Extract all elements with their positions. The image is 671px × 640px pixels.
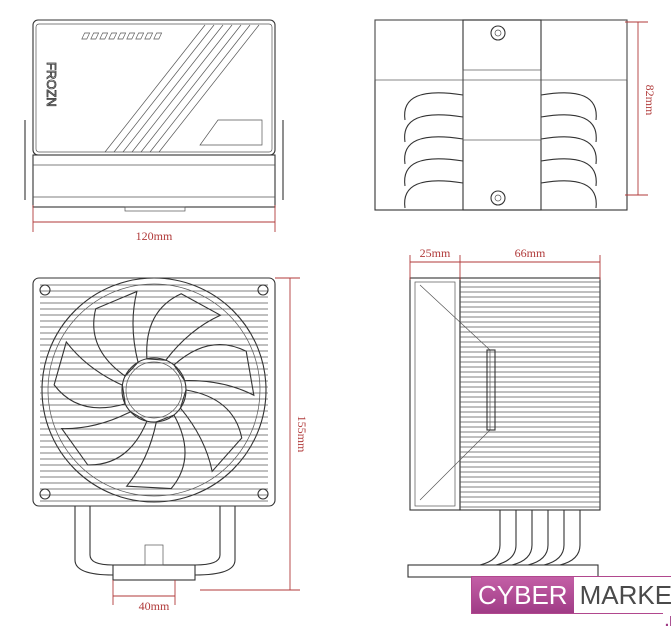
heatpipe bbox=[540, 114, 597, 143]
logo-part2: MARKET bbox=[573, 577, 671, 613]
fan-blade bbox=[179, 389, 243, 473]
vent-slot bbox=[117, 32, 127, 40]
diagonal-stripe bbox=[131, 24, 233, 153]
side-view: 25mm 66mm bbox=[407, 246, 601, 578]
heatpipe bbox=[404, 92, 464, 121]
vent-slot bbox=[108, 32, 118, 40]
heatpipe bbox=[479, 510, 501, 566]
diagonal-stripe bbox=[149, 24, 251, 153]
brand-label: FROZN bbox=[44, 62, 59, 107]
heatsink-depth-dimension-label: 66mm bbox=[515, 246, 546, 260]
heatpipe bbox=[511, 510, 533, 566]
vent-slot bbox=[126, 32, 136, 40]
logo-suffix: .BY bbox=[662, 613, 671, 630]
fan-blade bbox=[146, 293, 222, 361]
diagonal-stripe bbox=[122, 24, 224, 153]
width-dimension-label: 120mm bbox=[136, 229, 173, 243]
heatpipe bbox=[495, 510, 517, 566]
vent-slot bbox=[135, 32, 145, 40]
fan-blade bbox=[173, 344, 255, 397]
diagonal-stripe bbox=[104, 24, 206, 153]
height-dimension-label: 82mm bbox=[643, 85, 657, 116]
vent-slot bbox=[81, 32, 91, 40]
fan-blade bbox=[53, 340, 126, 409]
heatpipe bbox=[540, 136, 597, 165]
top-view: 82mm bbox=[374, 19, 657, 211]
logo-part1: CYBER bbox=[472, 577, 574, 613]
heatpipe bbox=[527, 510, 549, 566]
heatpipe bbox=[404, 158, 464, 187]
heatpipe bbox=[559, 510, 581, 566]
fan-blade bbox=[125, 414, 186, 490]
heatpipe bbox=[404, 180, 464, 209]
vent-slot bbox=[153, 32, 163, 40]
diagonal-stripe bbox=[140, 24, 242, 153]
vent-slot bbox=[144, 32, 154, 40]
heatpipe bbox=[404, 136, 464, 165]
heatpipe bbox=[404, 114, 464, 143]
fan-blade bbox=[93, 290, 139, 377]
front-view: 155mm 40mm bbox=[32, 277, 309, 613]
fan-blade bbox=[60, 411, 148, 466]
front-top-view: FROZN 120mm bbox=[24, 19, 284, 243]
heatpipe bbox=[540, 158, 597, 187]
heatpipe bbox=[540, 180, 597, 209]
heatpipe bbox=[543, 510, 565, 566]
diagonal-stripe bbox=[158, 24, 260, 153]
fan-depth-dimension-label: 25mm bbox=[420, 246, 451, 260]
diagonal-stripe bbox=[113, 24, 215, 153]
total-height-dimension-label: 155mm bbox=[295, 416, 309, 453]
heatpipe bbox=[540, 92, 597, 121]
vent-slot bbox=[99, 32, 109, 40]
vent-slot bbox=[90, 32, 100, 40]
watermark-logo: CYBER MARKET .BY bbox=[471, 576, 671, 630]
base-width-dimension-label: 40mm bbox=[139, 599, 170, 613]
